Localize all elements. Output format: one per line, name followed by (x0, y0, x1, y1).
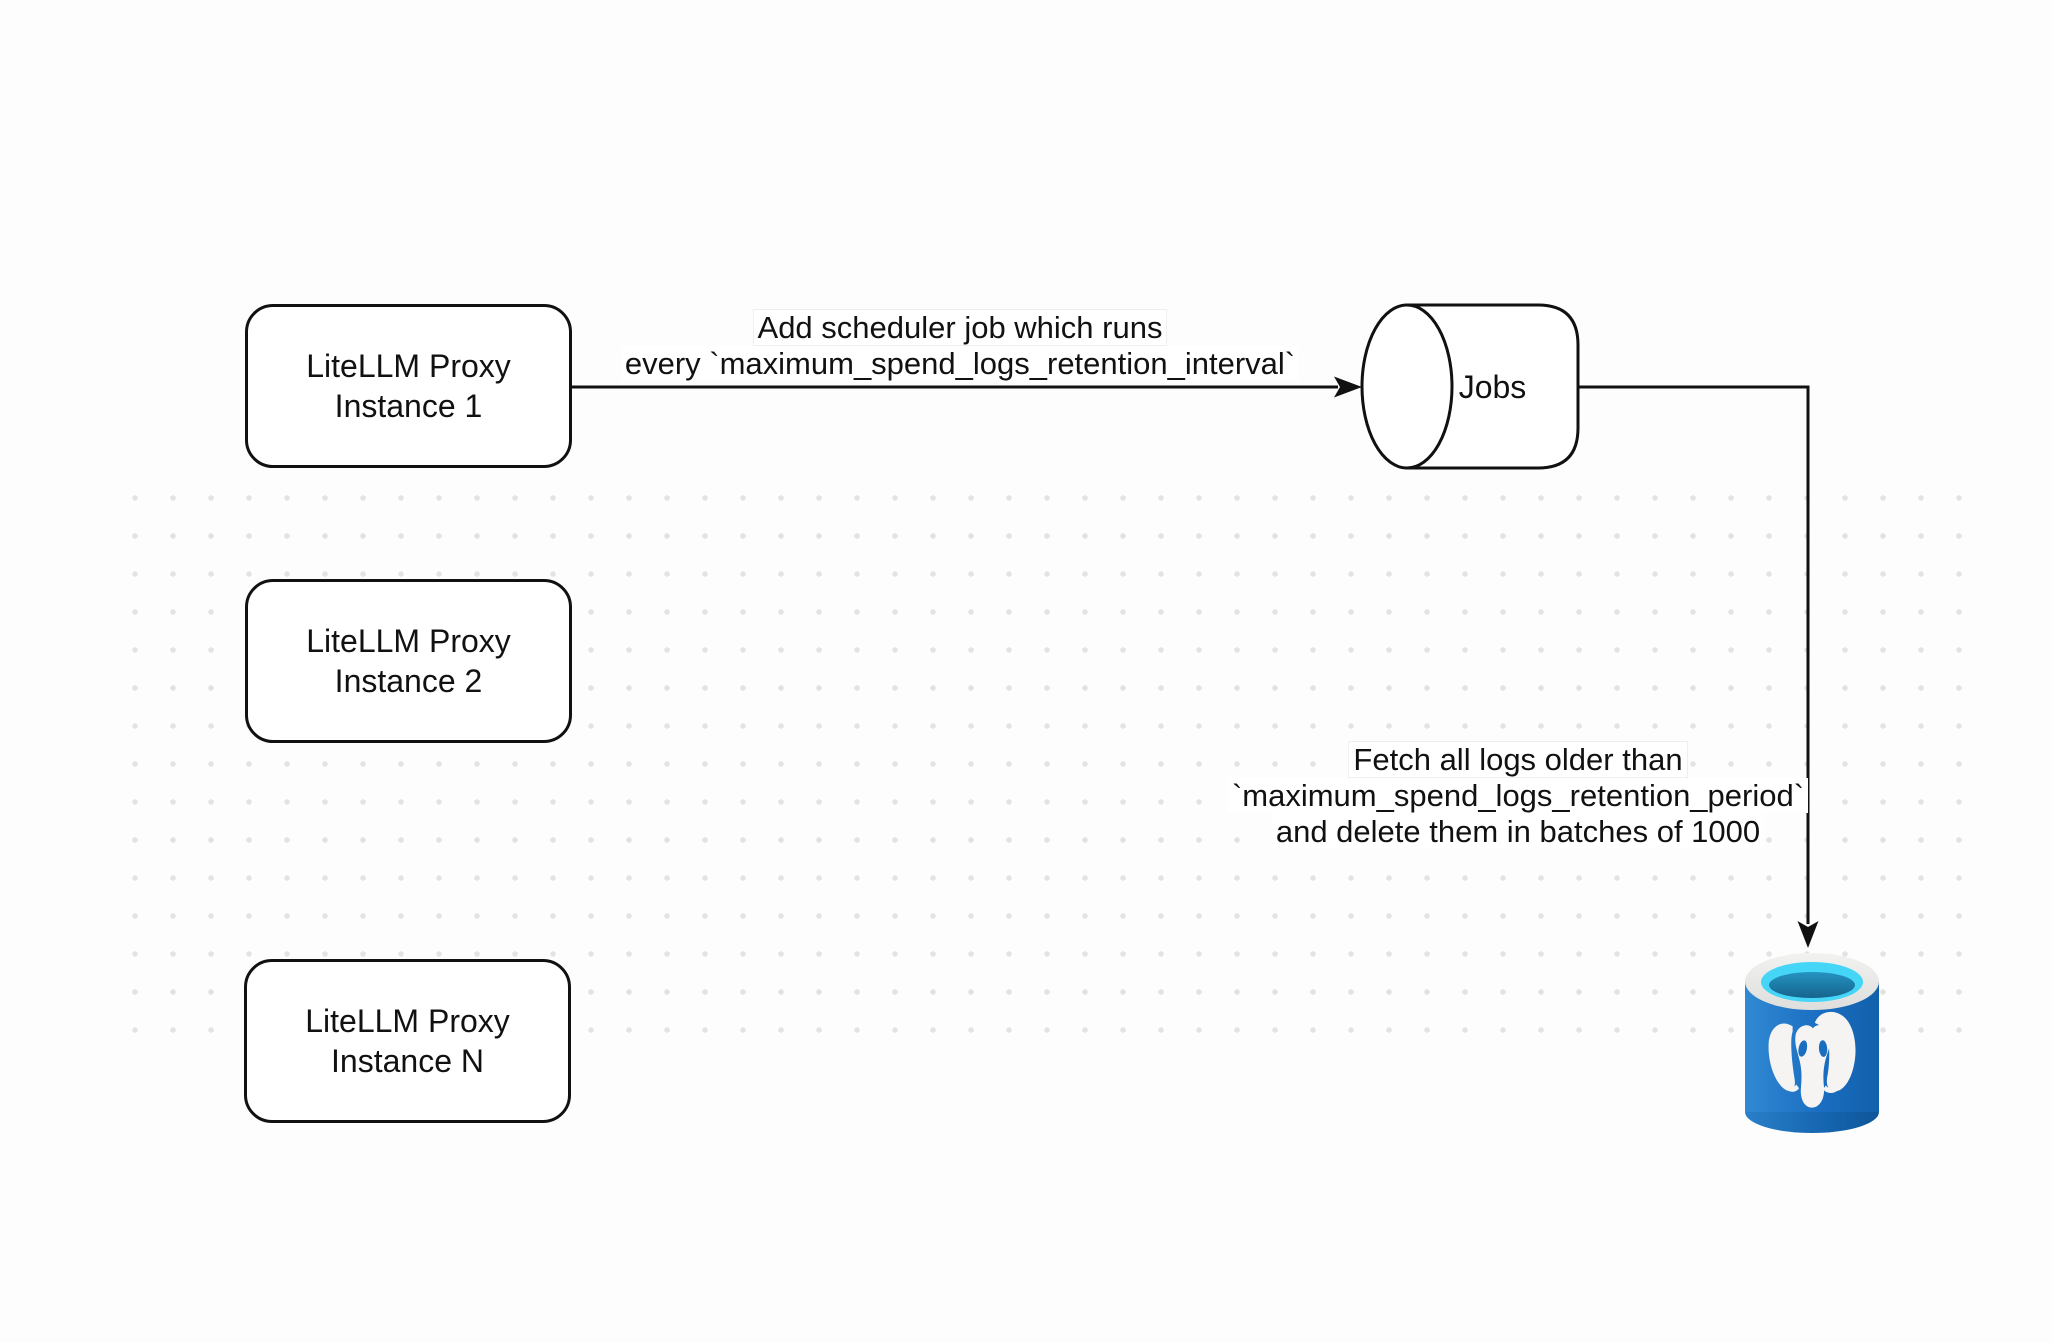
node-label-line: Instance 1 (334, 388, 483, 424)
postgresql-database-icon (1745, 953, 1879, 1133)
node-litellm-proxy-instance-2: LiteLLM Proxy Instance 2 (245, 579, 572, 743)
edge-label-line: Fetch all logs older than (1348, 741, 1688, 778)
arrowhead-right-icon (1334, 376, 1362, 398)
jobs-cylinder-shape (1360, 303, 1580, 470)
edge-jobs-to-database (1578, 385, 1819, 948)
jobs-label-text: Jobs (1458, 368, 1527, 405)
edge-label-line: Add scheduler job which runs (752, 309, 1168, 346)
edge-label-line: `maximum_spend_logs_retention_period` (1227, 778, 1809, 813)
jobs-node-label: Jobs (1407, 367, 1578, 407)
edge-label-fetch-delete: Fetch all logs older than `maximum_spend… (1218, 741, 1818, 850)
postgres-cylinder-top-pool (1769, 972, 1855, 998)
arrowhead-down-icon (1797, 921, 1819, 948)
edge-proxy1-to-jobs (572, 376, 1362, 398)
node-label-line: LiteLLM Proxy (306, 348, 511, 384)
edge-label-line: every `maximum_spend_logs_retention_inte… (620, 346, 1300, 381)
edge-label-line: and delete them in batches of 1000 (1271, 814, 1765, 849)
node-label-line: Instance 2 (334, 663, 483, 699)
node-litellm-proxy-instance-1: LiteLLM Proxy Instance 1 (245, 304, 572, 468)
node-litellm-proxy-instance-n: LiteLLM Proxy Instance N (244, 959, 571, 1123)
postgres-elephant-icon (1768, 1011, 1856, 1108)
node-label-line: LiteLLM Proxy (306, 623, 511, 659)
edge-label-scheduler: Add scheduler job which runs every `maxi… (460, 309, 1460, 382)
node-label-line: LiteLLM Proxy (305, 1003, 510, 1039)
node-label-line: Instance N (331, 1043, 484, 1079)
